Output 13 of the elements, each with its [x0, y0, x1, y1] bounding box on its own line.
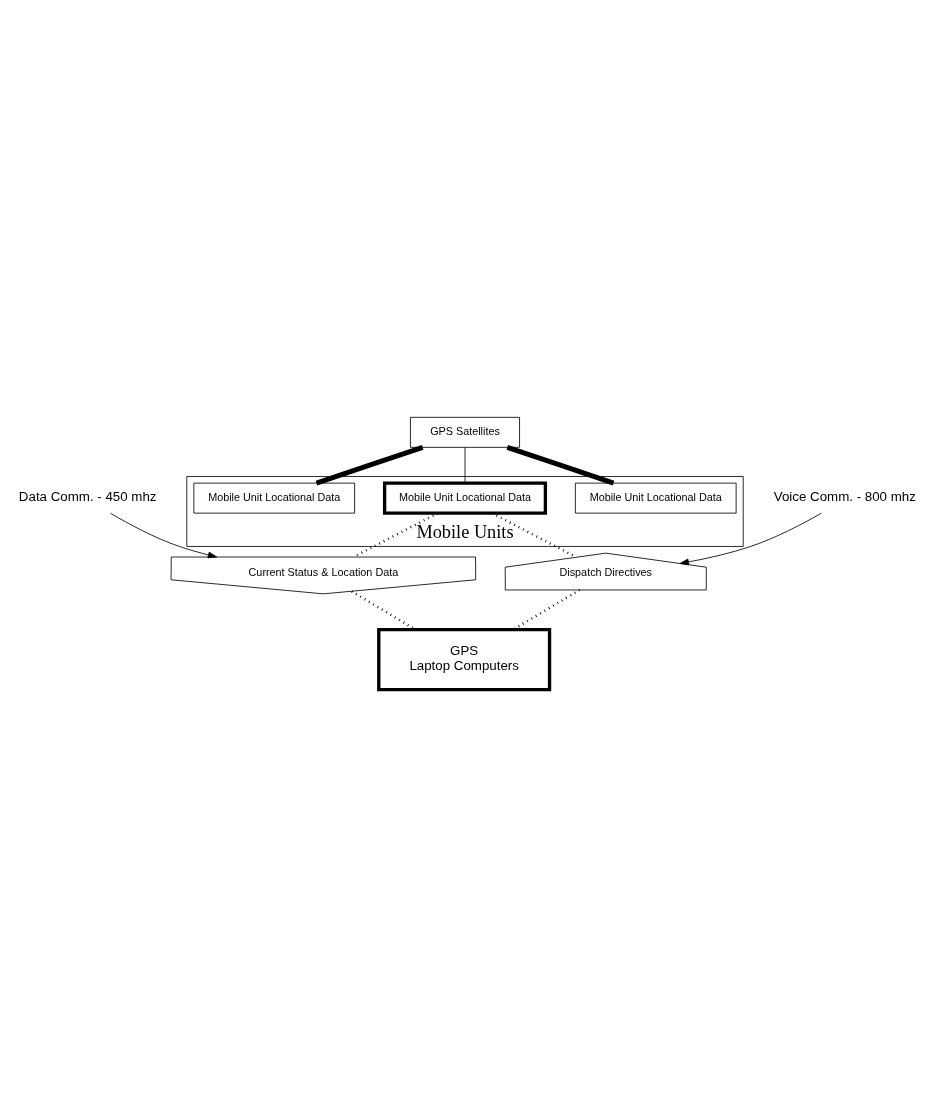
- node-box: Mobile Unit Locational Data: [574, 482, 737, 514]
- connector: [464, 446, 466, 483]
- node-text: Data Comm. - 450 mhz: [18, 488, 157, 504]
- connector: [506, 444, 615, 485]
- node-box: Mobile Unit Locational Data: [382, 480, 548, 515]
- connector: [512, 588, 581, 631]
- node-box: GPS Laptop Computers: [377, 627, 552, 691]
- node-text: Voice Comm. - 800 mhz: [773, 488, 916, 504]
- node-box: GPS Satellites: [410, 416, 520, 448]
- node-box: Mobile Unit Locational Data: [193, 482, 356, 514]
- connector: [315, 444, 424, 485]
- arrow: [679, 512, 822, 565]
- arrow: [110, 512, 218, 558]
